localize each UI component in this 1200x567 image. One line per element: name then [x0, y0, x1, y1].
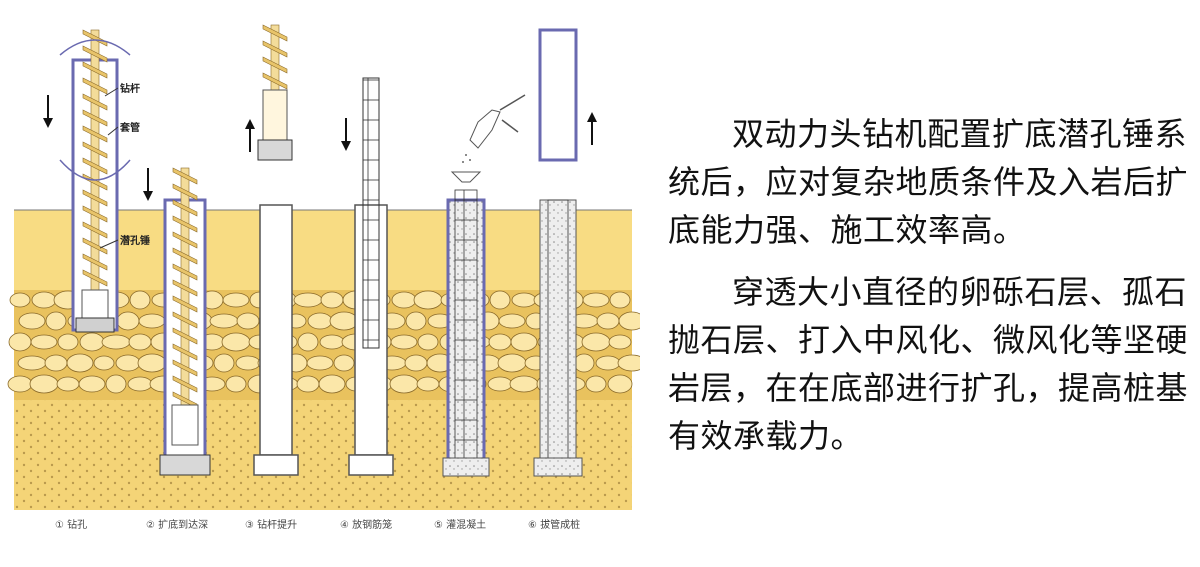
paragraph-capabilities: 穿透大小直径的卵砾石层、孤石抛石层、打入中风化、微风化等坚硬岩层，在在底部进行扩… — [668, 273, 1189, 455]
label-drill-rod: 钻杆 — [120, 82, 140, 95]
step-4-rebar-cage — [341, 77, 394, 476]
label-dth-hammer: 潜孔锤 — [120, 234, 150, 247]
step-caption-4: ④ 放钢筋笼 — [340, 518, 392, 531]
step-caption-5: ⑤ 灌混凝土 — [434, 518, 486, 531]
step-6-pile-formed — [533, 28, 597, 477]
step-caption-3: ③ 钻杆提升 — [245, 518, 297, 531]
step-5-concrete-pour — [442, 94, 526, 477]
step-caption-6: ⑥ 拔管成桩 — [528, 518, 580, 531]
label-casing: 套管 — [119, 121, 140, 134]
construction-process-diagram: 钻杆 套管 潜孔锤 — [7, 24, 640, 531]
step-caption-2: ② 扩底到达深 — [146, 518, 208, 531]
paragraph-advantages: 双动力头钻机配置扩底潜孔锤系统后，应对复杂地质条件及入岩后扩底能力强、施工效率高… — [668, 115, 1189, 249]
step-2-underreaming — [143, 167, 211, 476]
step-1-drilling: 钻杆 套管 潜孔锤 — [43, 29, 150, 333]
step-caption-1: ① 钻孔 — [55, 518, 87, 531]
step-3-rod-lift — [245, 24, 299, 476]
description-panel: 双动力头钻机配置扩底潜孔锤系统后，应对复杂地质条件及入岩后扩底能力强、施工效率高… — [668, 110, 1193, 460]
